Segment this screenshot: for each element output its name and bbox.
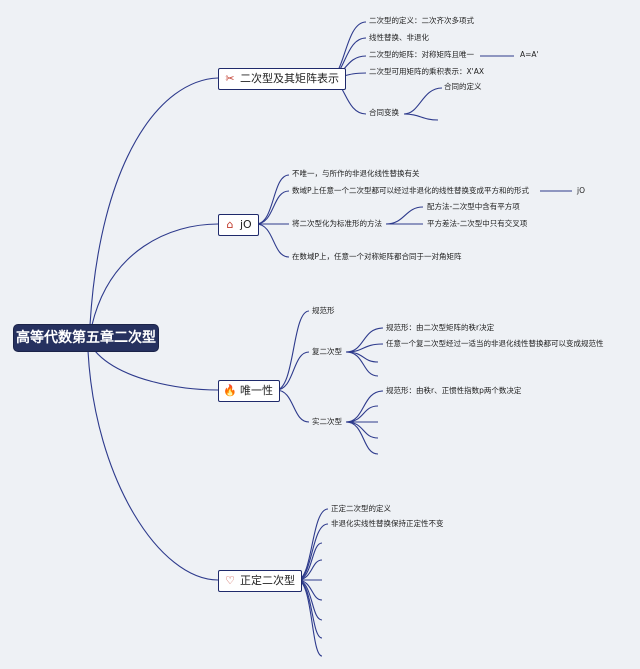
leaf-method-completing-square[interactable]: 配方法-二次型中含有平方项 (427, 202, 520, 211)
branch-label: 正定二次型 (240, 574, 295, 587)
branch-jo[interactable]: ⌂ jO (218, 214, 259, 236)
branch-label: 二次型及其矩阵表示 (240, 72, 339, 85)
leaf-diagonal-congruence[interactable]: 在数域P上，任意一个对称矩阵都合同于一对角矩阵 (292, 252, 462, 261)
link-root-branch-3 (94, 350, 219, 391)
house-icon: ⌂ (226, 218, 234, 231)
leaf-matrix[interactable]: 二次型的矩阵：对称矩阵且唯一 (369, 50, 474, 59)
leaf-standard-form-methods[interactable]: 将二次型化为标准形的方法 (292, 219, 382, 228)
leaf-jo-note[interactable]: jO (577, 186, 585, 195)
leaf-matrix-product[interactable]: 二次型可用矩阵的乘积表示：X'AX (369, 67, 484, 76)
leaf-sum-of-squares[interactable]: 数域P上任意一个二次型都可以经过非退化的线性替换变成平方和的形式 (292, 186, 530, 195)
branch-uniqueness[interactable]: 🔥唯一性 (218, 380, 280, 402)
heart-icon: ♡ (225, 574, 235, 587)
leaf-canonical-form[interactable]: 规范形 (312, 306, 335, 315)
root-node[interactable]: 高等代数第五章二次型 (14, 325, 158, 351)
branch-quadratic-form-matrix[interactable]: ✂ 二次型及其矩阵表示 (218, 68, 346, 90)
leaf-matrix-note[interactable]: A=A' (520, 50, 539, 59)
leaf-method-difference-squares[interactable]: 平方差法-二次型中只有交叉项 (427, 219, 528, 228)
branch-positive-definite[interactable]: ♡ 正定二次型 (218, 570, 302, 592)
leaf-complex-rank[interactable]: 规范形：由二次型矩阵的秩r决定 (386, 323, 495, 332)
tools-icon: ✂ (225, 72, 235, 85)
flame-icon: 🔥 (223, 384, 237, 397)
leaf-real-form[interactable]: 实二次型 (312, 417, 342, 426)
leaf-real-rank-index[interactable]: 规范形：由秩r、正惯性指数p两个数决定 (386, 386, 522, 395)
link-root-branch-2 (91, 223, 219, 326)
leaf-congruence[interactable]: 合同变换 (369, 108, 399, 117)
leaf-complex-canonical[interactable]: 任意一个复二次型经过一适当的非退化线性替换都可以变成规范性 (386, 339, 604, 348)
branch-label: 唯一性 (240, 384, 273, 397)
leaf-definition[interactable]: 二次型的定义：二次齐次多项式 (369, 16, 474, 25)
leaf-complex-form[interactable]: 复二次型 (312, 347, 342, 356)
link-root-branch-1 (89, 77, 219, 326)
leaf-not-unique[interactable]: 不唯一，与所作的非退化线性替换有关 (292, 169, 420, 178)
branch-label: jO (240, 218, 252, 231)
leaf-congruence-definition[interactable]: 合同的定义 (444, 82, 482, 91)
leaf-positive-definite-def[interactable]: 正定二次型的定义 (331, 504, 391, 513)
leaf-linear-substitution[interactable]: 线性替换、非退化 (369, 33, 429, 42)
leaf-positive-definite-invariant[interactable]: 非退化实线性替换保持正定性不变 (331, 519, 444, 528)
link-root-branch-4 (87, 350, 219, 581)
